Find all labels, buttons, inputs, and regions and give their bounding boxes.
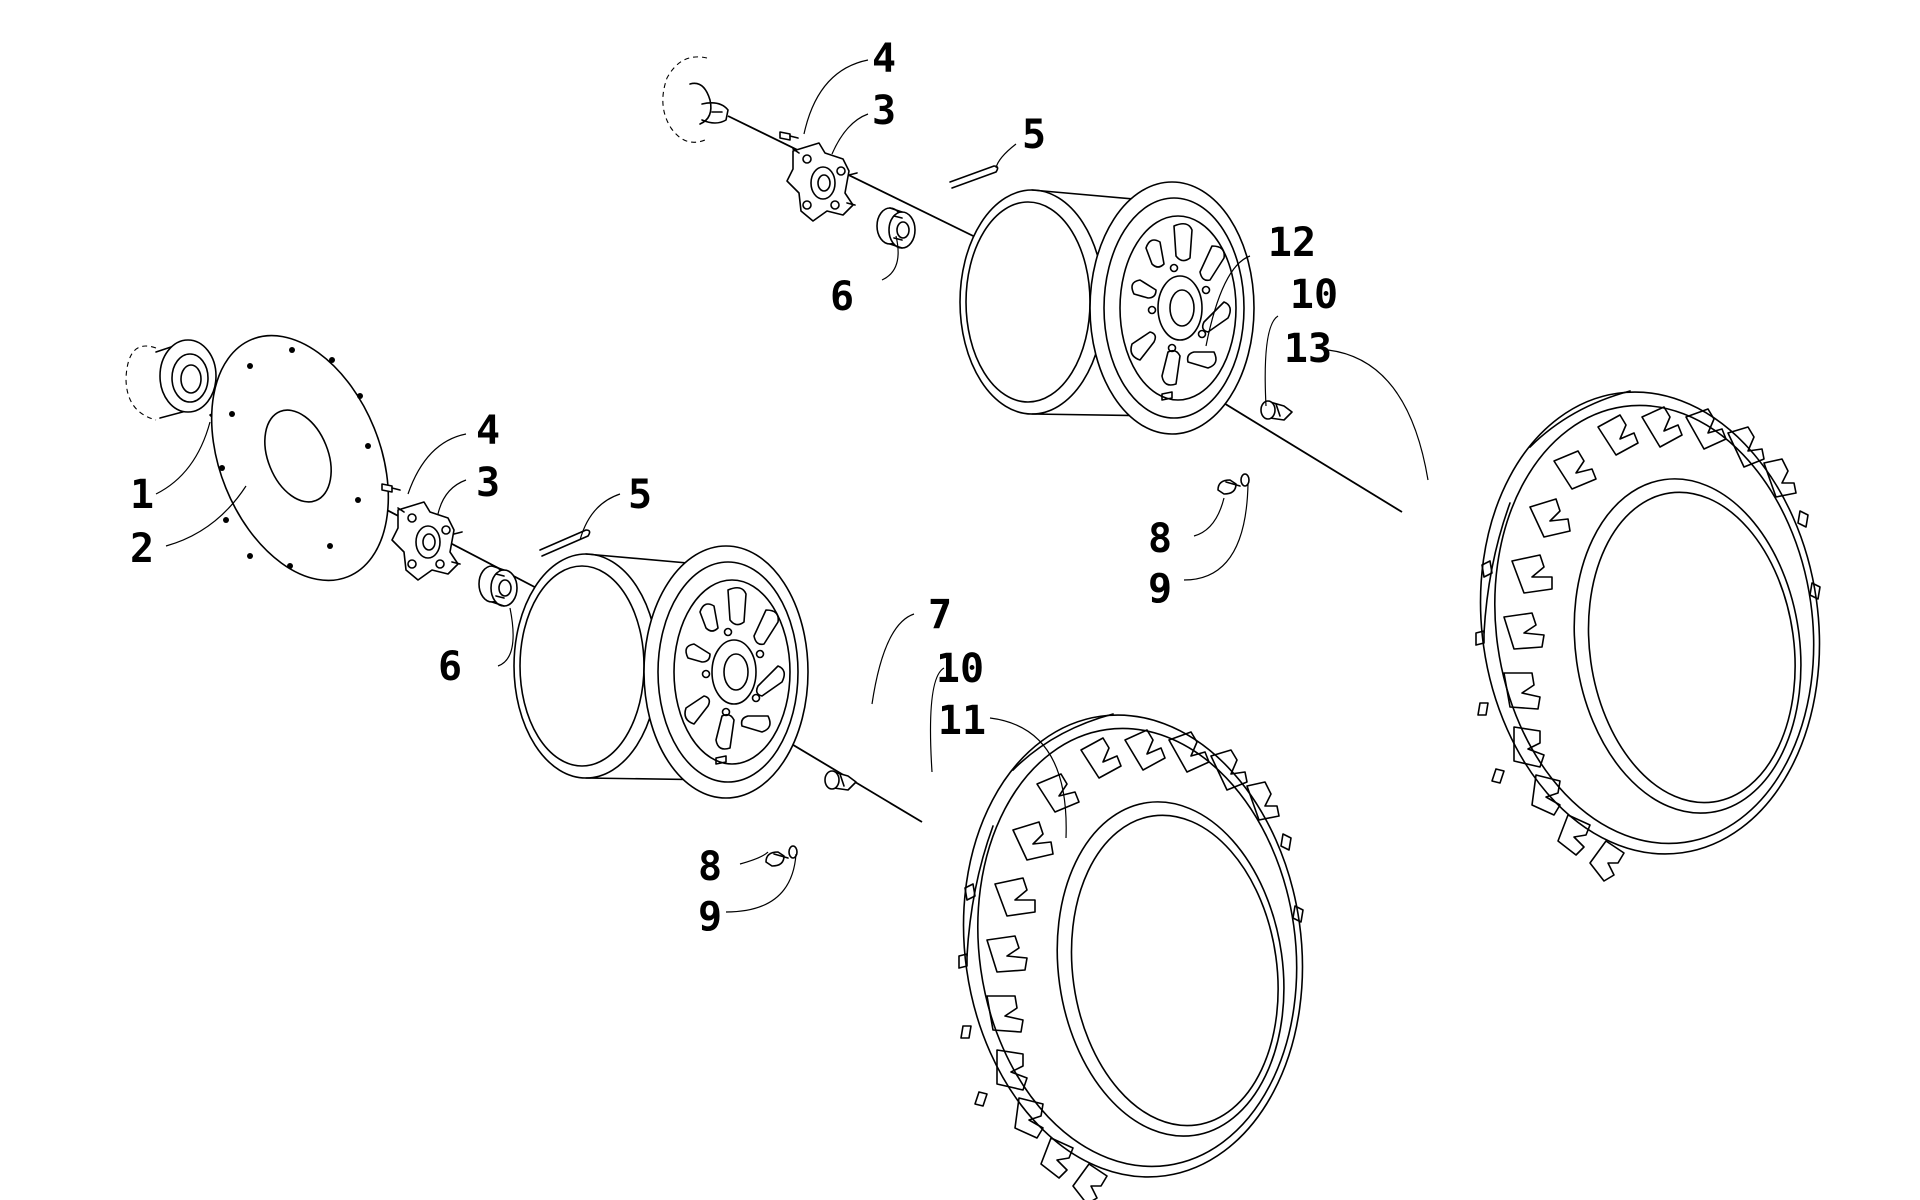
- front-wheel-hub: [391, 501, 463, 581]
- front-valve-cap: [788, 845, 798, 859]
- callout-6: 6: [830, 274, 854, 320]
- callout-7: 7: [928, 592, 952, 638]
- front-assembly: [125, 334, 1333, 1200]
- rear-cotter-pin: [949, 165, 999, 189]
- rear-assembly: [662, 56, 1850, 882]
- callout-13: 13: [1284, 326, 1332, 372]
- callout-5: 5: [628, 472, 652, 518]
- callout-5: 5: [1022, 112, 1046, 158]
- front-lug-nut: [824, 770, 857, 791]
- rear-wheel: [959, 181, 1255, 435]
- callouts: 4 3 5 6 12 10 13 8 9 1 2 4 3 5 6 7 10 11…: [130, 36, 1338, 940]
- callout-11: 11: [938, 698, 986, 744]
- rear-wheel-hub: [786, 142, 858, 222]
- callout-3: 3: [872, 88, 896, 134]
- rear-castle-nut: [876, 207, 916, 249]
- front-castle-nut: [478, 565, 518, 607]
- rear-valve-stem: [1217, 479, 1241, 495]
- callout-4: 4: [476, 408, 500, 454]
- callout-1: 1: [130, 472, 154, 518]
- callout-2: 2: [130, 526, 154, 572]
- callout-8: 8: [698, 844, 722, 890]
- callout-10: 10: [1290, 272, 1338, 318]
- rear-tire: [1450, 369, 1850, 882]
- callout-4: 4: [872, 36, 896, 82]
- leader-lines: [155, 59, 1429, 913]
- rear-spindle-reference: [662, 56, 729, 143]
- callout-10: 10: [936, 646, 984, 692]
- front-valve-stem: [765, 851, 789, 867]
- front-wheel: [513, 545, 809, 799]
- front-hub-stud: [381, 483, 401, 493]
- front-bearing-reference: [125, 339, 217, 421]
- callout-6: 6: [438, 644, 462, 690]
- callout-12: 12: [1268, 220, 1316, 266]
- callout-9: 9: [698, 894, 722, 940]
- callout-9: 9: [1148, 566, 1172, 612]
- brake-disc: [210, 334, 390, 582]
- rear-hub-stud: [779, 131, 799, 141]
- rear-valve-cap: [1240, 473, 1250, 487]
- front-tire: [933, 692, 1333, 1200]
- callout-8: 8: [1148, 516, 1172, 562]
- callout-3: 3: [476, 460, 500, 506]
